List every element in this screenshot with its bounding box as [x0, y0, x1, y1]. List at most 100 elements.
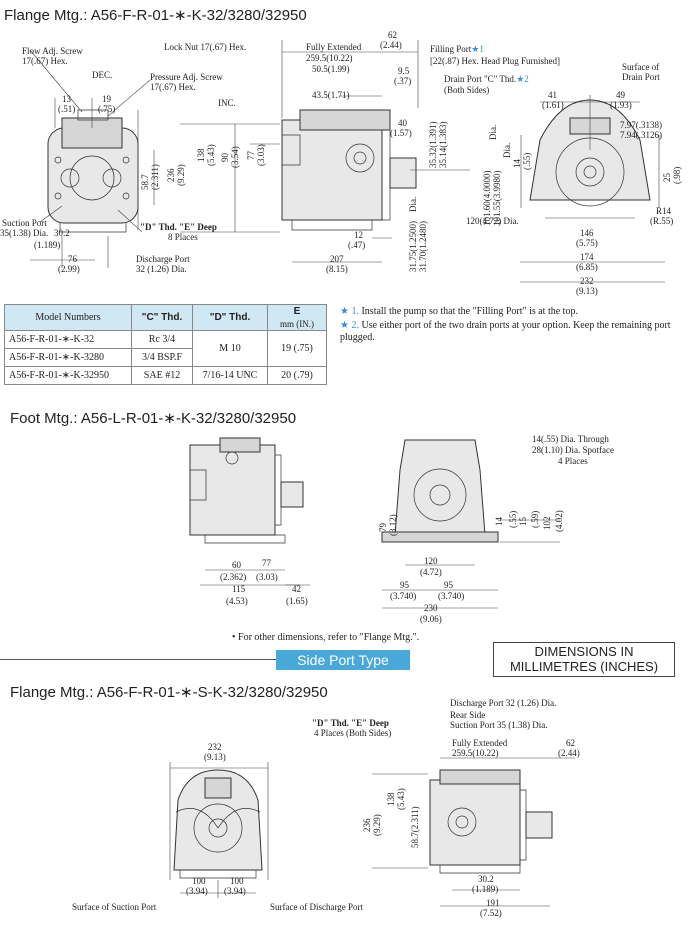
side-dim-236: 236: [362, 818, 372, 833]
surface-drain-label-2: Drain Port: [622, 72, 660, 82]
side-port-type-band: Side Port Type: [276, 650, 410, 670]
side-dim-100a-in: (3.94): [186, 886, 208, 896]
side-d-thd-places: 4 Places (Both Sides): [314, 728, 392, 738]
dim-138: 138: [196, 148, 206, 163]
dim-302: 30.2: [54, 228, 70, 238]
dim-77-in: (3.03): [256, 144, 266, 166]
flange-side-view: [180, 40, 470, 262]
foot-dim-120-in: (4.72): [420, 567, 442, 577]
dim-35-dia: Dia.: [488, 124, 498, 140]
pressure-adj-label: Pressure Adj. Screw: [150, 72, 223, 82]
c-thd-cell: Rc 3/4: [131, 330, 193, 349]
side-dim-100b: 100: [230, 876, 244, 886]
surface-discharge-label: Surface of Discharge Port: [270, 902, 364, 912]
discharge-dia: 32 (1.26) Dia.: [136, 264, 187, 274]
dim-2595: 259.5(10.22): [306, 53, 353, 63]
dim-49-in: (1.93): [610, 100, 632, 110]
note-1: ★ 1. Install the pump so that the "Filli…: [340, 306, 685, 318]
foot-dim-60: 60: [232, 560, 241, 570]
filling-port-label: Filling Port★1: [430, 44, 484, 54]
dim-146: 146: [580, 228, 594, 238]
fully-extended-label: Fully Extended: [306, 42, 362, 52]
foot-dim-77: 77: [262, 558, 271, 568]
dim-797: 7.97(.3138): [620, 120, 662, 130]
dim-r14-in: (R.55): [650, 216, 674, 226]
foot-dim-79: 79: [378, 523, 388, 532]
side-suction-label: Suction Port 35 (1.38) Dia.: [450, 720, 548, 730]
table-header-row: Model Numbers "C" Thd. "D" Thd. E: [4, 304, 327, 331]
foot-dim-230: 230: [424, 603, 438, 613]
header-c-thd: "C" Thd.: [131, 304, 193, 331]
foot-side-view: [190, 438, 310, 585]
dim-3170: 31.70(1.2480): [418, 221, 428, 272]
side-dim-236-in: (9.29): [372, 814, 382, 836]
side-dim-138-in: (5.43): [396, 788, 406, 810]
dim-794: 7.94(.3126): [620, 130, 662, 140]
dim-76: 76: [68, 254, 77, 264]
dim-120-dia: 120(4.72) Dia.: [466, 216, 519, 226]
foot-reference-note: • For other dimensions, refer to "Flange…: [232, 632, 420, 643]
dim-41-in: (1.61): [542, 100, 564, 110]
foot-mtg-title: Foot Mtg.: A56-L-R-01-∗-K-32/3280/32950: [10, 410, 297, 427]
dim-435: 43.5(1.71): [312, 90, 350, 100]
dim-58-in: (2.311): [150, 164, 160, 190]
table-row: A56-F-R-01-∗-K-32950 SAE #12 7/16-14 UNC…: [4, 366, 327, 385]
header-e-unit: mm (IN.): [267, 318, 327, 331]
header-model: Model Numbers: [4, 304, 132, 331]
d-thd-label: "D" Thd. "E" Deep: [140, 222, 217, 232]
note-2-text: Use either port of the two drain ports a…: [340, 320, 671, 343]
foot-dim-15: 15: [518, 517, 528, 526]
foot-dim-14: 14: [494, 517, 504, 526]
dim-58: 58.7: [140, 174, 150, 190]
surface-suction-label: Surface of Suction Port: [72, 902, 157, 912]
foot-places-label: 4 Places: [558, 456, 588, 466]
side-discharge-label: Discharge Port 32 (1.26) Dia.: [450, 698, 557, 708]
dim-77: 77: [246, 151, 256, 160]
foot-through-label: 14(.55) Dia. Through: [532, 434, 609, 444]
dim-101-dia: Dia.: [502, 142, 512, 158]
dim-13-in: (.51): [58, 104, 76, 114]
side-dim-62: 62: [566, 738, 575, 748]
side-d-thd-label: "D" Thd. "E" Deep: [312, 718, 389, 728]
note-2: ★ 2. Use either port of the two drain po…: [340, 320, 685, 344]
dim-3175: 31.75(1.2500): [408, 221, 418, 272]
side-dim-100a: 100: [192, 876, 206, 886]
flow-adj-label: Flow Adj. Screw: [22, 46, 83, 56]
dim-25-in: (.98): [672, 166, 682, 184]
dim-62: 62: [388, 30, 397, 40]
flow-adj-hex: 17(.67) Hex.: [22, 56, 68, 66]
dim-90: 90: [220, 153, 230, 162]
foot-dim-115: 115: [232, 584, 246, 594]
side-fully-extended: Fully Extended: [452, 738, 508, 748]
side-dim-302: 30.2: [478, 874, 494, 884]
foot-spotface-label: 28(1.10) Dia. Spotface: [532, 445, 614, 455]
dim-40-in: (1.57): [390, 128, 412, 138]
e-cell: 20 (.79): [267, 366, 327, 385]
dim-95: 9.5: [398, 66, 410, 76]
table-row: A56-F-R-01-∗-K-32 Rc 3/4 M 10 19 (.75): [4, 330, 327, 367]
units-line-2: MILLIMETRES (INCHES): [509, 659, 659, 674]
foot-dim-15-in: (.59): [530, 510, 540, 528]
lock-nut-label: Lock Nut 17(.67) Hex.: [164, 42, 247, 52]
c-thd-cell: SAE #12: [131, 366, 193, 385]
side-dim-302-in: (1.189): [472, 884, 499, 894]
dim-207-in: (8.15): [326, 264, 348, 274]
discharge-port-label: Discharge Port: [136, 254, 190, 264]
dim-14: 14: [512, 159, 522, 168]
dim-13: 13: [62, 94, 71, 104]
dim-31-dia: Dia.: [408, 196, 418, 212]
side-dim-191: 191: [486, 898, 500, 908]
dim-232-in: (9.13): [576, 286, 598, 296]
note-1-mark: ★ 1.: [340, 306, 359, 317]
d-thd-cell: 7/16-14 UNC: [192, 366, 268, 385]
dim-236-in: (9.29): [176, 164, 186, 186]
side-dim-2595: 259.5(10.22): [452, 748, 499, 758]
foot-dim-14-in: (.55): [508, 510, 518, 528]
foot-dim-95a-in: (3.740): [390, 591, 417, 601]
dim-12: 12: [354, 230, 363, 240]
foot-dim-79-in: (3.12): [388, 514, 398, 536]
suction-dia: 35(1.38) Dia.: [0, 228, 49, 238]
flange-mtg-title: Flange Mtg.: A56-F-R-01-∗-K-32/3280/3295…: [4, 7, 307, 24]
dim-207: 207: [330, 254, 344, 264]
side-dim-232-in: (9.13): [204, 752, 226, 762]
